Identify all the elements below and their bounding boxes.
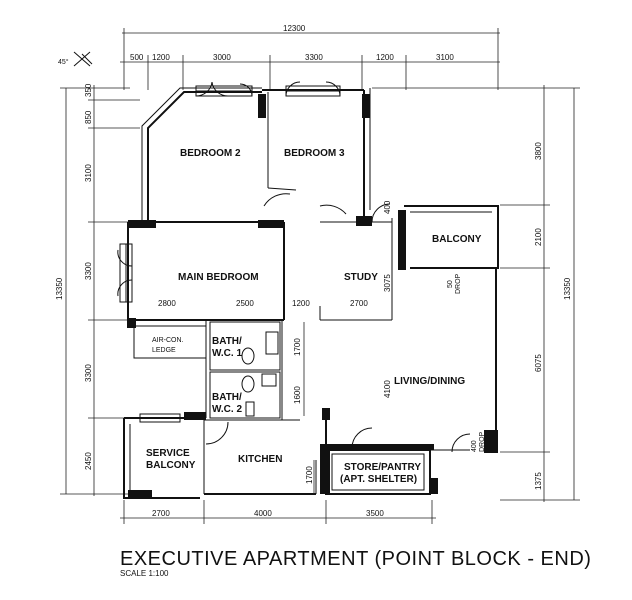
label-kitchen: KITCHEN bbox=[238, 454, 282, 465]
drop-2-word: DROP bbox=[479, 431, 486, 452]
dim-left-850: 850 bbox=[84, 110, 93, 124]
dim-mid-2800: 2800 bbox=[158, 299, 176, 308]
plan-scale: SCALE 1:100 bbox=[120, 569, 169, 578]
dim-mid-1200: 1200 bbox=[292, 299, 310, 308]
dim-left-3300b: 3300 bbox=[84, 364, 93, 382]
label-aircon-1: AIR-CON. bbox=[152, 337, 184, 344]
label-bath2-2: W.C. 2 bbox=[212, 404, 242, 415]
dim-bottom-4000: 4000 bbox=[254, 509, 272, 518]
dim-left-3100: 3100 bbox=[84, 164, 93, 182]
dim-mid-400: 400 bbox=[383, 200, 392, 214]
left-dimension-lines bbox=[60, 85, 140, 496]
dim-mid-1600: 1600 bbox=[293, 386, 302, 404]
label-store-2: (APT. SHELTER) bbox=[340, 474, 417, 485]
dim-right-3800: 3800 bbox=[534, 142, 543, 160]
dim-left-350: 350 bbox=[84, 83, 93, 97]
dim-left-total: 13350 bbox=[55, 277, 64, 300]
dim-left-3300a: 3300 bbox=[84, 262, 93, 280]
drop-1-word: DROP bbox=[455, 273, 462, 294]
right-dimension-lines bbox=[372, 85, 580, 502]
label-aircon-2: LEDGE bbox=[152, 347, 176, 354]
dim-left-2450: 2450 bbox=[84, 452, 93, 470]
label-service-1: SERVICE bbox=[146, 448, 190, 459]
label-study: STUDY bbox=[344, 272, 378, 283]
dim-top-3000: 3000 bbox=[213, 53, 231, 62]
plan-title: EXECUTIVE APARTMENT (POINT BLOCK - END) bbox=[120, 548, 591, 570]
label-store-1: STORE/PANTRY bbox=[344, 462, 421, 473]
dim-right-6075: 6075 bbox=[534, 354, 543, 372]
dim-mid-4100: 4100 bbox=[383, 380, 392, 398]
dim-top-3100: 3100 bbox=[436, 53, 454, 62]
dim-bottom-3500: 3500 bbox=[366, 509, 384, 518]
label-balcony: BALCONY bbox=[432, 234, 482, 245]
wall-posts bbox=[128, 94, 498, 498]
label-living-dining: LIVING/DINING bbox=[394, 376, 465, 387]
exterior-walls bbox=[123, 87, 499, 499]
dim-mid-2700: 2700 bbox=[350, 299, 368, 308]
door-swings bbox=[117, 81, 471, 453]
windows bbox=[119, 85, 341, 423]
dim-top-500: 500 bbox=[130, 53, 144, 62]
label-bedroom-3: BEDROOM 3 bbox=[284, 148, 345, 159]
north-angle-label: 45° bbox=[58, 58, 69, 66]
dim-right-1375: 1375 bbox=[534, 472, 543, 490]
bottom-dimension-lines bbox=[120, 500, 436, 524]
dim-top-1200a: 1200 bbox=[152, 53, 170, 62]
north-arrow-icon bbox=[73, 51, 93, 67]
dim-mid-2500: 2500 bbox=[236, 299, 254, 308]
drop-2-value: 400 bbox=[471, 440, 478, 452]
dim-top-1200b: 1200 bbox=[376, 53, 394, 62]
label-bath1-2: W.C. 1 bbox=[212, 348, 242, 359]
dim-mid-3075: 3075 bbox=[383, 274, 392, 292]
label-bath2-1: BATH/ bbox=[212, 392, 242, 403]
label-bedroom-2: BEDROOM 2 bbox=[180, 148, 241, 159]
dim-mid-1700a: 1700 bbox=[293, 338, 302, 356]
label-bath1-1: BATH/ bbox=[212, 336, 242, 347]
dim-top-3300: 3300 bbox=[305, 53, 323, 62]
dim-bottom-2700: 2700 bbox=[152, 509, 170, 518]
drop-1-value: 50 bbox=[447, 280, 454, 288]
dim-top-total: 12300 bbox=[283, 24, 306, 33]
bathroom-fixtures bbox=[241, 331, 279, 417]
top-dimension-lines bbox=[120, 28, 500, 90]
label-main-bedroom: MAIN BEDROOM bbox=[178, 272, 259, 283]
dim-right-total: 13350 bbox=[563, 277, 572, 300]
dim-mid-1700b: 1700 bbox=[305, 466, 314, 484]
dim-right-2100: 2100 bbox=[534, 228, 543, 246]
label-service-2: BALCONY bbox=[146, 460, 196, 471]
